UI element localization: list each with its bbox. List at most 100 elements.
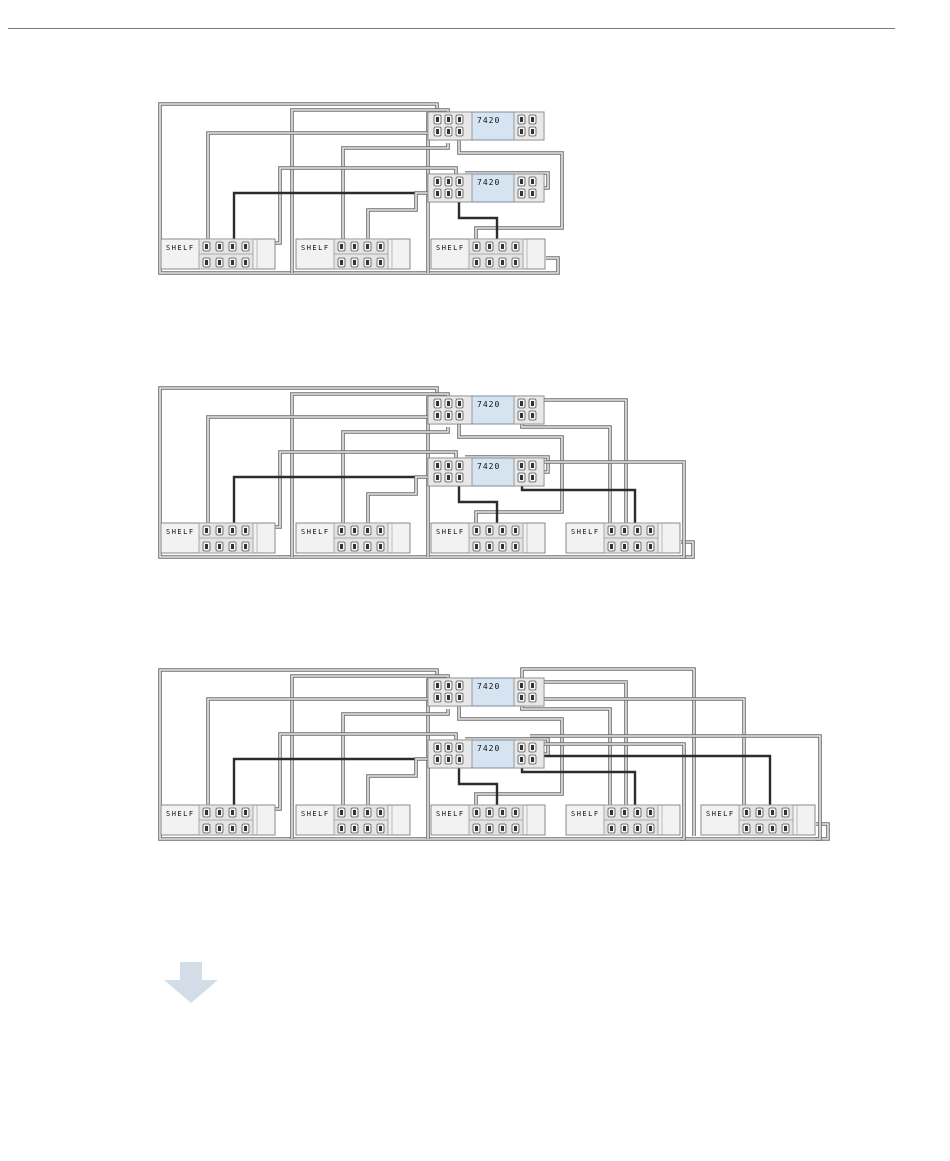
controller-port-10-pin (531, 191, 534, 196)
shelf-port-3-pin (231, 528, 234, 533)
shelf-port-5-pin (610, 544, 613, 549)
controller-1: 7420 (428, 396, 544, 424)
controller-label: 7420 (477, 462, 500, 471)
shelf-port-1-pin (340, 244, 343, 249)
controller-label: 7420 (477, 400, 500, 409)
shelf-port-5-pin (475, 826, 478, 831)
controller-port-5-pin (458, 745, 461, 750)
shelf-label: SHELF (571, 810, 600, 818)
disk-shelf-3: SHELF (431, 523, 545, 553)
controller-port-7-pin (520, 745, 523, 750)
shelf-port-3-pin (636, 810, 639, 815)
disk-shelf-4: SHELF (566, 805, 680, 835)
controller-port-8-pin (520, 129, 523, 134)
shelf-port-7-pin (501, 260, 504, 265)
controller-port-2-pin (436, 757, 439, 762)
controller-label: 7420 (477, 744, 500, 753)
controller-port-6-pin (458, 191, 461, 196)
disk-shelf-3: SHELF (431, 239, 545, 269)
controller-port-8-pin (520, 475, 523, 480)
disk-shelf-1: SHELF (161, 805, 275, 835)
shelf-port-3-pin (501, 810, 504, 815)
controller-port-2-pin (436, 695, 439, 700)
shelf-port-8-pin (514, 826, 517, 831)
shelf-port-4-pin (379, 810, 382, 815)
shelf-label: SHELF (301, 810, 330, 818)
shelf-label: SHELF (571, 528, 600, 536)
controller-port-6-pin (458, 129, 461, 134)
shelf-port-3-pin (636, 528, 639, 533)
shelf-port-6-pin (758, 826, 761, 831)
shelf-label: SHELF (301, 528, 330, 536)
shelf-port-7-pin (231, 544, 234, 549)
shelf-port-6-pin (488, 260, 491, 265)
shelf-port-5-pin (475, 260, 478, 265)
controller-port-3-pin (447, 683, 450, 688)
controller-port-7-pin (520, 117, 523, 122)
shelf-port-8-pin (379, 260, 382, 265)
controller-port-6-pin (458, 475, 461, 480)
controller-port-3-pin (447, 401, 450, 406)
controller-port-2-pin (436, 475, 439, 480)
shelf-port-6-pin (353, 544, 356, 549)
shelf-port-8-pin (379, 826, 382, 831)
shelf-port-2-pin (353, 528, 356, 533)
shelf-port-4-pin (244, 244, 247, 249)
shelf-port-3-pin (366, 244, 369, 249)
shelf-port-6-pin (218, 260, 221, 265)
controller-port-10-pin (531, 695, 534, 700)
shelf-port-3-pin (771, 810, 774, 815)
shelf-port-4-pin (379, 244, 382, 249)
controller-2: 7420 (428, 174, 544, 202)
controller-port-1-pin (436, 179, 439, 184)
shelf-port-2-pin (623, 810, 626, 815)
controller-port-7-pin (520, 683, 523, 688)
shelf-port-3-pin (501, 244, 504, 249)
shelf-port-5-pin (205, 826, 208, 831)
shelf-port-3-pin (501, 528, 504, 533)
shelf-port-1-pin (610, 528, 613, 533)
controller-port-3-pin (447, 179, 450, 184)
controller-port-1-pin (436, 117, 439, 122)
shelf-port-5-pin (205, 260, 208, 265)
shelf-port-5-pin (340, 826, 343, 831)
shelf-port-1-pin (610, 810, 613, 815)
controller-port-2-pin (436, 129, 439, 134)
shelf-port-5-pin (610, 826, 613, 831)
controller-port-8-pin (520, 191, 523, 196)
controller-port-5-pin (458, 463, 461, 468)
controller-label: 7420 (477, 682, 500, 691)
shelf-port-6-pin (353, 260, 356, 265)
shelf-port-1-pin (205, 244, 208, 249)
disk-shelf-2: SHELF (296, 239, 410, 269)
disk-shelf-2: SHELF (296, 805, 410, 835)
shelf-port-1-pin (205, 810, 208, 815)
controller-port-1-pin (436, 401, 439, 406)
shelf-port-6-pin (623, 826, 626, 831)
shelf-port-1-pin (340, 810, 343, 815)
shelf-port-8-pin (379, 544, 382, 549)
shelf-port-5-pin (745, 826, 748, 831)
controller-port-8-pin (520, 757, 523, 762)
shelf-port-1-pin (340, 528, 343, 533)
shelf-port-2-pin (623, 528, 626, 533)
disk-shelf-2: SHELF (296, 523, 410, 553)
controller-port-6-pin (458, 757, 461, 762)
shelf-label: SHELF (166, 528, 195, 536)
controller-port-9-pin (531, 117, 534, 122)
shelf-label: SHELF (436, 528, 465, 536)
shelf-port-2-pin (488, 528, 491, 533)
controller-port-2-pin (436, 191, 439, 196)
shelf-port-7-pin (231, 260, 234, 265)
shelf-port-7-pin (501, 826, 504, 831)
shelf-port-4-pin (514, 528, 517, 533)
shelf-label: SHELF (436, 244, 465, 252)
shelf-port-2-pin (218, 244, 221, 249)
controller-port-4-pin (447, 757, 450, 762)
shelf-port-4-pin (649, 810, 652, 815)
controller-port-4-pin (447, 129, 450, 134)
controller-2: 7420 (428, 458, 544, 486)
disk-shelf-5: SHELF (701, 805, 815, 835)
shelf-port-7-pin (366, 260, 369, 265)
controller-port-6-pin (458, 413, 461, 418)
